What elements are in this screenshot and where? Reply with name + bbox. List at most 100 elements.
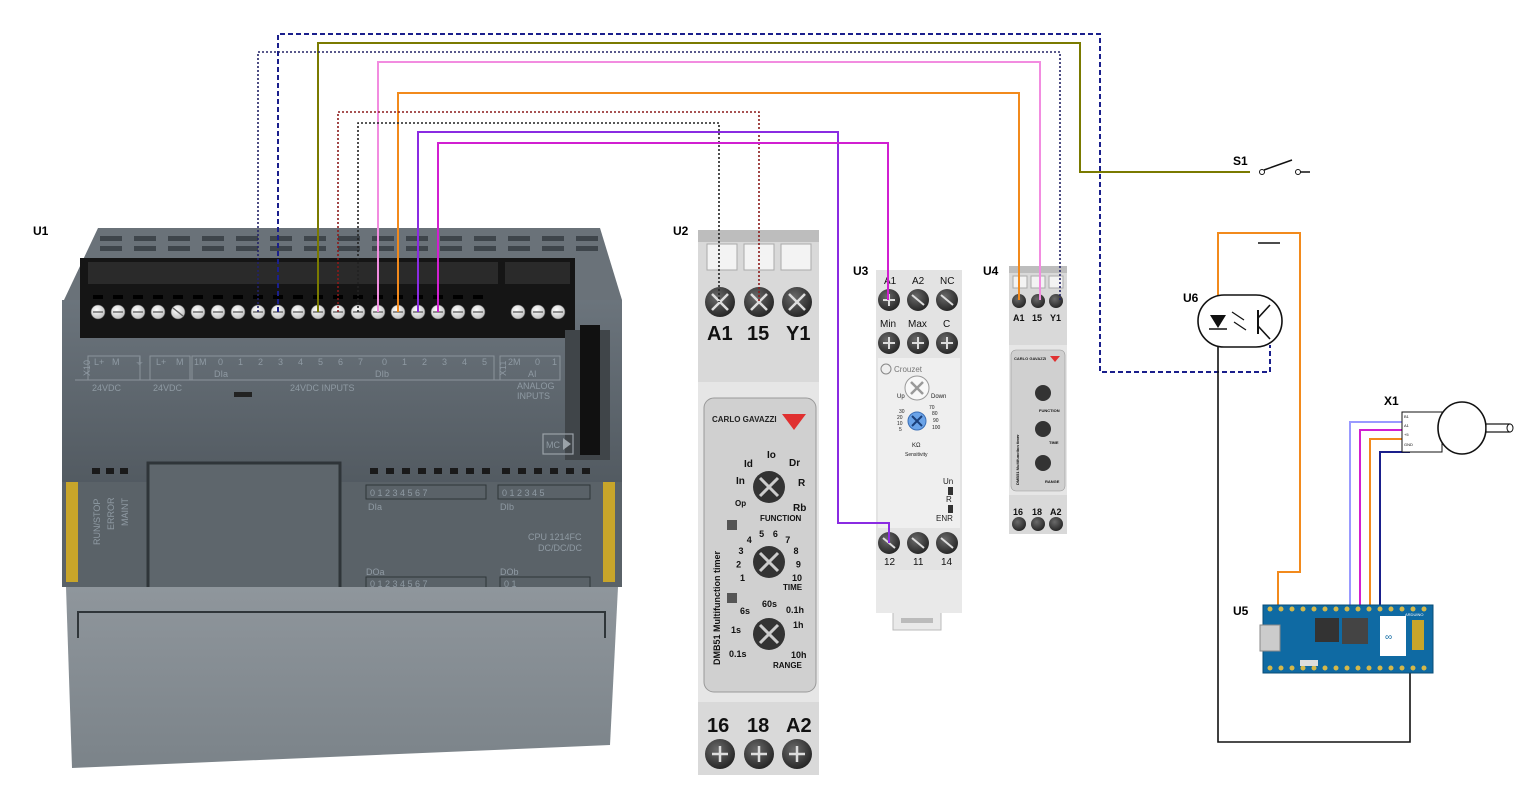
wire-pink xyxy=(377,61,1041,312)
wire-black-dotted xyxy=(357,122,720,312)
u4-brand: CARLO GAVAZZI xyxy=(1014,356,1046,361)
header-pin xyxy=(1300,665,1306,671)
header-pin xyxy=(1333,606,1339,612)
ai-header: AI xyxy=(528,369,537,379)
header-pin xyxy=(1311,606,1317,612)
ai-number: 1 xyxy=(552,357,557,367)
header-pin xyxy=(1421,606,1427,612)
group-24vdc-a: 24VDC xyxy=(92,383,122,393)
u4-range-dial[interactable] xyxy=(1035,455,1051,471)
wire-navy-dashed xyxy=(277,33,1271,373)
u2-mark-r: R xyxy=(798,478,806,489)
u3-up-down-knob[interactable] xyxy=(904,375,930,401)
u3-led-r xyxy=(948,505,953,513)
ai-number: 0 xyxy=(535,357,540,367)
m-a: M xyxy=(112,357,120,367)
u3-sensitivity-knob[interactable] xyxy=(907,411,927,431)
analog-line2: INPUTS xyxy=(517,391,550,401)
u3-ref-label: U3 xyxy=(853,264,869,278)
header-pin xyxy=(1388,665,1394,671)
u2-mark-io: Io xyxy=(767,450,776,461)
header-pin xyxy=(1267,606,1273,612)
ground-symbol: ⏚ xyxy=(135,357,144,367)
u3-label-nc: NC xyxy=(940,276,954,287)
u4-terminal-18: 18 xyxy=(1032,507,1042,517)
u4-function-dial[interactable] xyxy=(1035,385,1051,401)
u3-scale-30: 30 xyxy=(899,409,905,415)
led-dib-label: DIb xyxy=(500,502,514,512)
maint-label: MAINT xyxy=(120,498,130,527)
u4-terminal-a2: A2 xyxy=(1050,507,1062,517)
u3-label-c: C xyxy=(943,319,950,330)
u1-ref-label: U1 xyxy=(33,224,49,238)
led-dib-numbers: 0 1 2 3 4 5 xyxy=(502,488,545,498)
wires xyxy=(257,33,1411,743)
u4-front-panel xyxy=(1010,349,1066,492)
dia-number: 3 xyxy=(278,357,283,367)
pin-header-top xyxy=(1267,606,1427,612)
u2-terminal-y1: Y1 xyxy=(786,323,810,345)
u2-time-dial[interactable] xyxy=(753,546,785,578)
u3-label-min: Min xyxy=(880,319,896,330)
doa-numbers: 0 1 2 3 4 5 6 7 xyxy=(370,579,428,589)
u2-function-dial[interactable] xyxy=(753,471,785,503)
plc-u1: U1 xyxy=(33,224,622,768)
wire-orange xyxy=(397,92,1020,312)
dia-number: 2 xyxy=(258,357,263,367)
u3-terminal-14: 14 xyxy=(941,557,953,568)
u3-led-un xyxy=(948,487,953,495)
reset-button[interactable] xyxy=(1300,660,1318,666)
two-m-label: 2M xyxy=(508,357,521,367)
u4-terminal-y1: Y1 xyxy=(1050,313,1061,323)
m-b: M xyxy=(176,357,184,367)
u4-range-label: RANGE xyxy=(1045,479,1060,484)
header-pin xyxy=(1278,665,1284,671)
u2-range-60s: 60s xyxy=(762,599,777,609)
u2-bottom-screws xyxy=(705,739,812,769)
infinity-icon: ∞ xyxy=(1385,632,1392,643)
u3-brand: Crouzet xyxy=(894,365,923,374)
u4-terminal-15: 15 xyxy=(1032,313,1042,323)
dia-number: 0 xyxy=(218,357,223,367)
u2-time-mark: 9 xyxy=(796,560,801,570)
dia-number: 7 xyxy=(358,357,363,367)
dia-number: 5 xyxy=(318,357,323,367)
header-pin xyxy=(1399,606,1405,612)
dib-number: 3 xyxy=(442,357,447,367)
u2-time-mark: 6 xyxy=(773,529,778,539)
encoder-x1: X1 B1 A1 +5 GND xyxy=(1384,394,1514,455)
cpu-line1: CPU 1214FC xyxy=(528,532,582,542)
inputs-caption: 24VDC INPUTS xyxy=(290,383,355,393)
u2-range-10h: 10h xyxy=(791,650,807,660)
header-pin xyxy=(1377,606,1383,612)
u2-time-mark: 5 xyxy=(759,529,764,539)
u3-label-a1: A1 xyxy=(884,276,897,287)
wire-orange-x1 xyxy=(1369,438,1410,607)
u2-function-label: FUNCTION xyxy=(760,514,802,523)
group-24vdc-b: 24VDC xyxy=(153,383,183,393)
led-diode-icon xyxy=(1210,315,1226,328)
wire-lavender-x1 xyxy=(1349,421,1410,607)
header-pin xyxy=(1410,606,1416,612)
dib-header: DIb xyxy=(375,369,389,379)
u3-scale-90: 90 xyxy=(933,418,939,424)
switch-s1[interactable]: S1 xyxy=(1233,154,1310,175)
u3-scale-20: 20 xyxy=(897,415,903,421)
wire-olive xyxy=(317,42,1250,312)
x1-ref-label: X1 xyxy=(1384,394,1399,408)
u2-time-label: TIME xyxy=(783,583,803,592)
u4-terminal-16: 16 xyxy=(1013,507,1023,517)
u2-range-01s: 0.1s xyxy=(729,649,747,659)
u3-scale-80: 80 xyxy=(932,411,938,417)
u2-time-mark: 1 xyxy=(740,573,745,583)
u4-bottom-screws xyxy=(1012,517,1063,531)
u4-time-dial[interactable] xyxy=(1035,421,1051,437)
run-stop-label: RUN/STOP xyxy=(92,499,102,545)
u3-terminal-12: 12 xyxy=(884,557,896,568)
mc-arrow-icon xyxy=(563,438,571,450)
dia-number: 4 xyxy=(298,357,303,367)
header-pin xyxy=(1344,606,1350,612)
u2-range-dial[interactable] xyxy=(753,618,785,650)
